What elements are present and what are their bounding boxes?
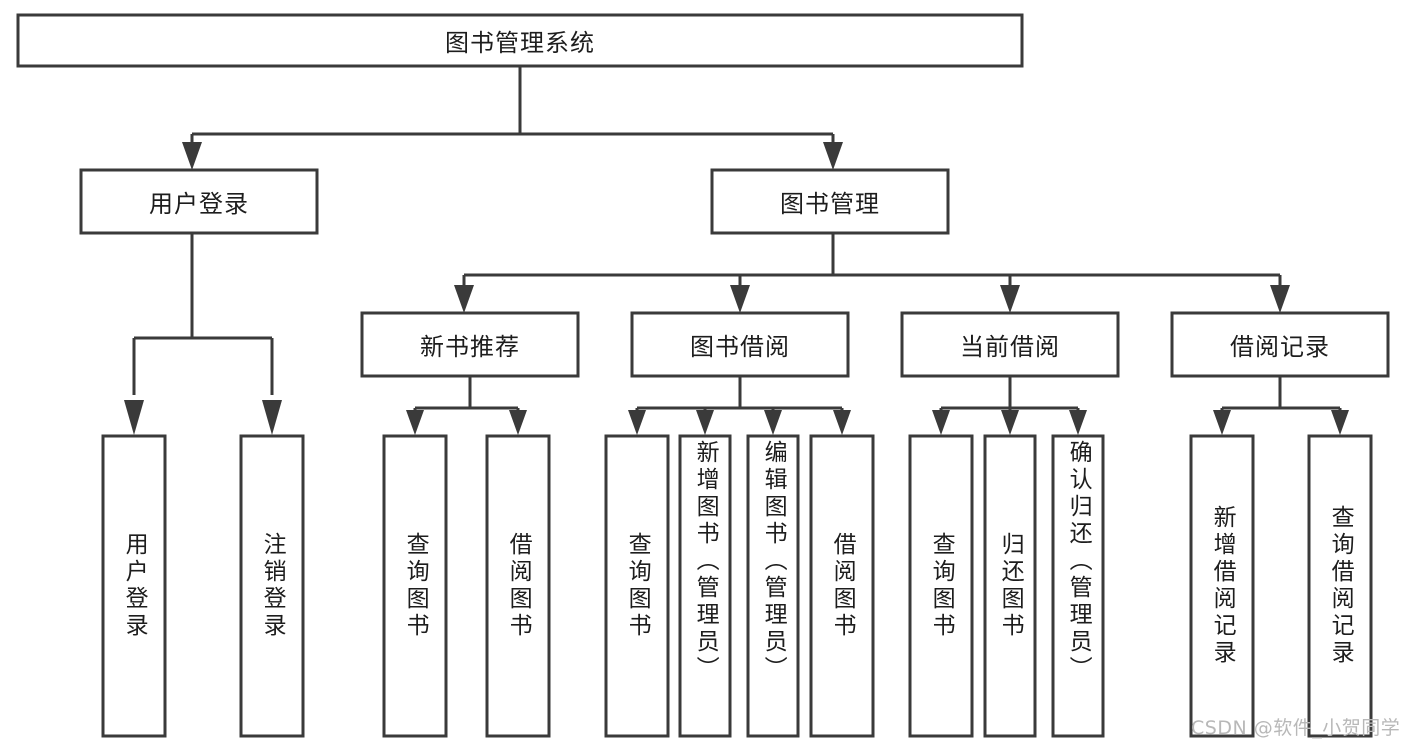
node-current-borrow-box[interactable] — [900, 311, 1120, 378]
arrow-to-leaf-confirm-return — [1069, 410, 1087, 435]
arrow-to-leaf-query-book-3 — [932, 410, 950, 435]
arrow-to-leaf-add-book — [696, 410, 714, 435]
node-leaf-borrow-book-2-box[interactable] — [809, 434, 875, 738]
connector-current-borrow-to-leaves — [932, 376, 1087, 435]
node-leaf-edit-book-box[interactable] — [746, 434, 800, 738]
node-leaf-query-book-3-box[interactable] — [908, 434, 974, 738]
node-leaf-query-book-1-box[interactable] — [382, 434, 448, 738]
node-borrow-record-box[interactable] — [1170, 311, 1390, 378]
arrow-to-leaf-query-record — [1331, 410, 1349, 435]
arrow-to-new-book-recommend — [454, 285, 474, 313]
connector-borrow-record-to-leaves — [1213, 376, 1349, 435]
arrow-to-leaf-borrow-book-2 — [833, 410, 851, 435]
node-leaf-add-book-box[interactable] — [678, 434, 732, 738]
connector-new-book-recommend-to-leaves — [406, 376, 527, 435]
arrow-to-leaf-borrow-book-1 — [509, 410, 527, 435]
arrow-to-book-manage — [823, 142, 843, 170]
connector-user-login-to-leaves — [124, 233, 282, 435]
node-root-box[interactable] — [16, 13, 1024, 68]
arrow-to-leaf-user-login — [124, 400, 144, 435]
arrow-to-user-login — [182, 142, 202, 170]
arrow-to-leaf-add-record — [1213, 410, 1231, 435]
arrow-to-leaf-query-book-1 — [406, 410, 424, 435]
connector-book-borrow-to-leaves — [628, 376, 851, 435]
arrow-to-leaf-query-book-2 — [628, 410, 646, 435]
arrow-to-leaf-return-book — [1001, 410, 1019, 435]
node-user-login-box[interactable] — [79, 168, 319, 235]
node-leaf-logout-login-box[interactable] — [239, 434, 305, 738]
node-leaf-confirm-return-box[interactable] — [1051, 434, 1105, 738]
node-book-borrow-box[interactable] — [630, 311, 850, 378]
arrow-to-borrow-record — [1270, 285, 1290, 313]
node-new-book-recommend-box[interactable] — [360, 311, 580, 378]
node-leaf-query-record-box[interactable] — [1307, 434, 1373, 738]
arrow-to-current-borrow — [1000, 285, 1020, 313]
connector-book-manage-to-level3 — [454, 233, 1290, 313]
node-leaf-add-record-box[interactable] — [1189, 434, 1255, 738]
arrow-to-leaf-edit-book — [764, 410, 782, 435]
node-leaf-query-book-2-box[interactable] — [604, 434, 670, 738]
node-leaf-user-login-box[interactable] — [101, 434, 167, 738]
node-leaf-borrow-book-1-box[interactable] — [485, 434, 551, 738]
node-book-manage-box[interactable] — [710, 168, 950, 235]
arrow-to-book-borrow — [730, 285, 750, 313]
arrow-to-leaf-logout-login — [262, 400, 282, 435]
connector-root-to-level2 — [182, 67, 843, 170]
node-leaf-return-book-box[interactable] — [983, 434, 1037, 738]
